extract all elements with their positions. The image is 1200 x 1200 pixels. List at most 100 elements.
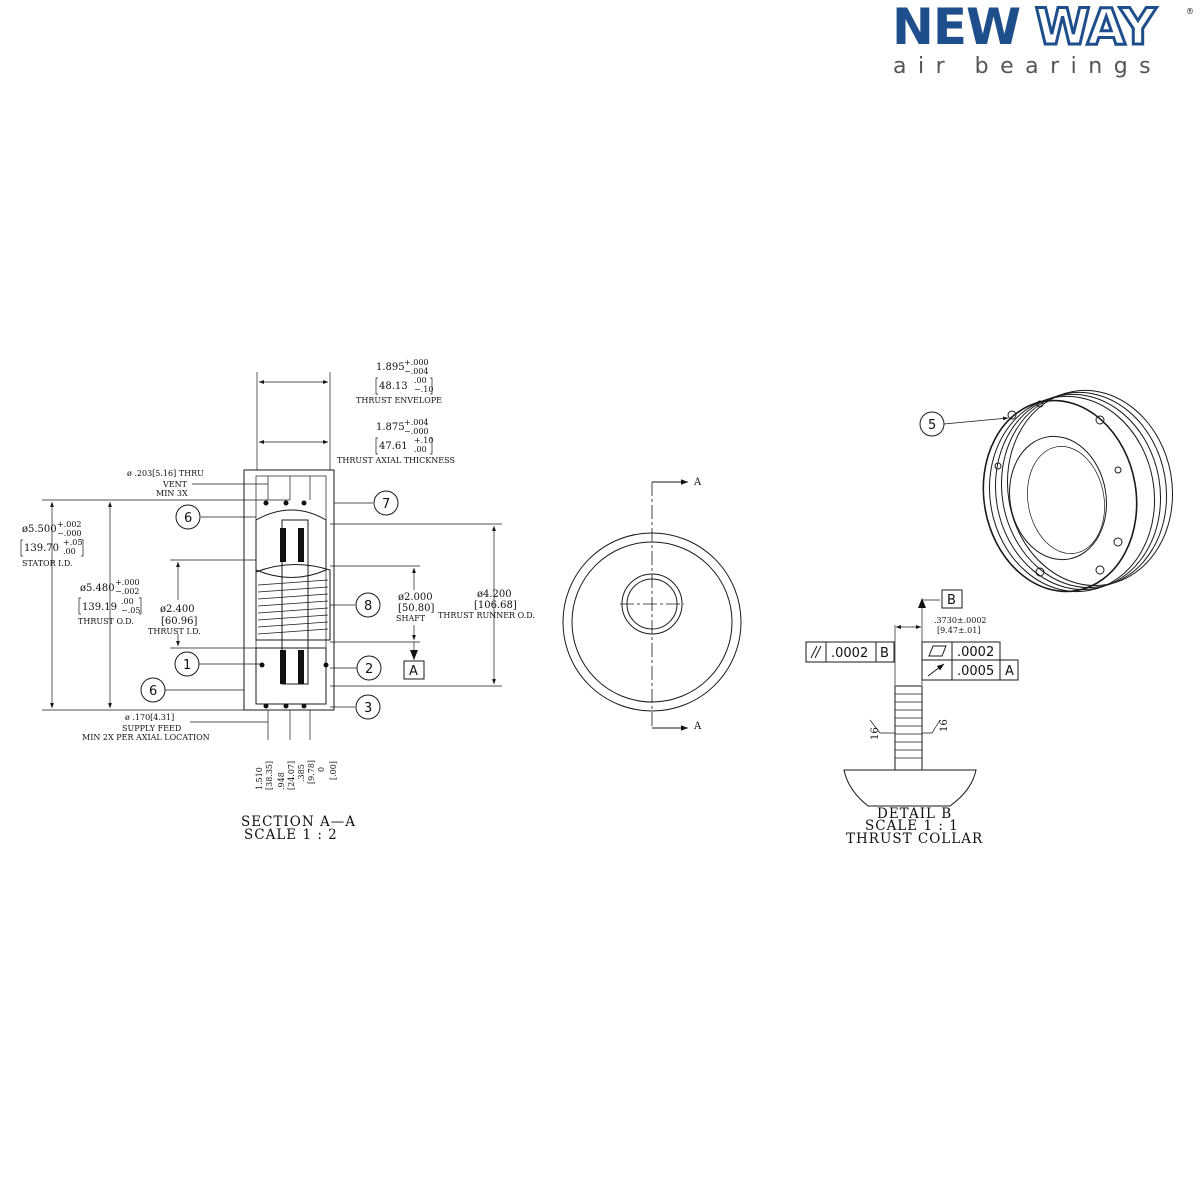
runner-od-dimension: ø4.200 [106.68] THRUST RUNNER O.D. — [330, 523, 535, 687]
runout-datum: A — [1005, 664, 1014, 679]
svg-text:−.004: −.004 — [404, 367, 429, 376]
iso-face — [982, 399, 1138, 593]
balloon-2 — [356, 655, 382, 681]
axial-metric: 47.61 — [379, 441, 408, 452]
thrust-id-nominal: ø2.400 — [160, 604, 195, 615]
flatness-tolerance: .0002 — [957, 645, 994, 660]
lower-seal-right — [298, 650, 304, 684]
collar-thickness: .3730±.0002 — [934, 616, 987, 625]
svg-text:.385: .385 — [297, 764, 306, 782]
detail-part-name: THRUST COLLAR — [846, 831, 983, 847]
balloon-6 — [140, 677, 166, 703]
logo-word-way: WAY — [1035, 0, 1157, 56]
ordinate-dimensions: 1.510 [38.35] .948 [24.07] .385 [9.78] 0… — [255, 760, 338, 790]
envelope-metric: 48.13 — [379, 381, 408, 392]
thrust-od-label: THRUST O.D. — [78, 617, 134, 626]
logo-word-new: NEW — [892, 0, 1020, 56]
svg-text:.00: .00 — [414, 376, 427, 385]
upper-seal-right — [298, 528, 304, 562]
collar-body — [894, 685, 923, 771]
svg-text:MIN 3X: MIN 3X — [156, 489, 188, 498]
svg-text:+.000: +.000 — [404, 358, 429, 367]
svg-text:[9.78]: [9.78] — [307, 760, 316, 784]
balloon-4 — [175, 504, 201, 530]
svg-text:139.19: 139.19 — [82, 602, 117, 613]
thrust-collar — [281, 519, 309, 685]
stator-id-nominal: ø5.500 — [22, 524, 57, 535]
svg-text:1: 1 — [183, 658, 191, 673]
balloon-3 — [355, 694, 381, 720]
svg-text:+.10: +.10 — [414, 436, 433, 445]
upper-thrust-pad — [255, 509, 327, 578]
parallelism-tolerance: .0002 — [831, 646, 868, 661]
isometric-view: 5 — [919, 389, 1174, 593]
svg-text:[60.96]: [60.96] — [161, 616, 198, 627]
svg-text:−.002: −.002 — [115, 587, 140, 596]
runner-od-label: THRUST RUNNER O.D. — [438, 611, 535, 620]
supply-feed-callout: ø .170[4.31] SUPPLY FEED MIN 2X PER AXIA… — [82, 713, 268, 742]
svg-text:.00: .00 — [63, 547, 76, 556]
svg-text:[50.80]: [50.80] — [398, 603, 435, 614]
orifice-dots — [259, 500, 329, 709]
feed-diameter: ø .170[4.31] — [125, 713, 174, 722]
parallelism-frame — [805, 641, 895, 663]
shaft-label: SHAFT — [396, 614, 426, 623]
section-a-a-view — [243, 469, 335, 740]
stator-id-dimension: ø5.500 +.002 −.000 139.70 +.05 .00 STATO… — [20, 499, 290, 711]
envelope-nominal: 1.895 — [376, 362, 405, 373]
iso-bolt-holes — [994, 400, 1123, 577]
svg-text:VENT: VENT — [162, 480, 188, 489]
datum-a-box — [403, 660, 425, 680]
svg-text:5: 5 — [928, 418, 936, 433]
registered-mark: ® — [1186, 7, 1194, 16]
iso-bore — [1009, 435, 1107, 561]
svg-text:[24.07]: [24.07] — [287, 761, 296, 790]
balloon-5 — [919, 411, 945, 437]
shaft-nominal: ø2.000 — [398, 592, 433, 603]
svg-text:1.510: 1.510 — [255, 767, 264, 790]
logo-tagline: air bearings — [893, 54, 1162, 79]
thrust-id-label: THRUST I.D. — [148, 627, 201, 636]
svg-text:[106.68]: [106.68] — [474, 600, 517, 611]
thrust-od-nominal: ø5.480 — [80, 583, 115, 594]
datum-b-label: B — [947, 593, 956, 608]
section-scale: SCALE 1 : 2 — [244, 827, 338, 843]
svg-text:139.70: 139.70 — [24, 543, 59, 554]
shaft-threads — [257, 579, 329, 635]
svg-text:+.05: +.05 — [63, 538, 82, 547]
svg-text:[.00]: [.00] — [329, 761, 338, 780]
parallelism-datum: B — [880, 646, 889, 661]
runout-tolerance: .0005 — [957, 664, 994, 679]
axial-nominal: 1.875 — [376, 422, 405, 433]
collar-flange — [843, 769, 977, 807]
svg-text:8: 8 — [364, 599, 372, 614]
svg-text:−.05: −.05 — [121, 606, 140, 615]
balloon-8 — [355, 592, 381, 618]
svg-text:[38.35]: [38.35] — [265, 761, 274, 790]
balloon-1 — [174, 651, 200, 677]
thrust-od-dimension: ø5.480 +.000 −.002 139.19 .00 −.05 THRUS… — [78, 502, 142, 708]
svg-text:6: 6 — [149, 684, 157, 699]
svg-text:2: 2 — [365, 662, 373, 677]
lower-seal-left — [280, 650, 286, 684]
detail-title: DETAIL B — [877, 806, 952, 822]
lower-thrust-pad — [255, 647, 327, 705]
thrust-id-dimension: ø2.400 [60.96] THRUST I.D. — [148, 559, 256, 649]
datum-b-box — [941, 589, 963, 609]
svg-text:MIN 2X PER AXIAL LOCATION: MIN 2X PER AXIAL LOCATION — [82, 733, 210, 742]
shaft-dimension: ø2.000 [50.80] SHAFT A — [330, 565, 435, 680]
cut-label-top: A — [693, 477, 702, 488]
svg-text:+.000: +.000 — [115, 578, 140, 587]
svg-text:6: 6 — [184, 511, 192, 526]
vent-diameter: ø .203[5.16] THRU — [127, 469, 204, 478]
section-balloons: 6 7 8 1 2 6 3 — [140, 490, 399, 720]
detail-scale: SCALE 1 : 1 — [865, 818, 959, 834]
shaft-section — [255, 563, 331, 641]
svg-text:−.000: −.000 — [404, 427, 429, 436]
cut-label-bottom: A — [693, 721, 702, 732]
svg-text:−.10: −.10 — [414, 385, 433, 394]
stator-id-label: STATOR I.D. — [22, 559, 73, 568]
runner-od-nominal: ø4.200 — [477, 589, 512, 600]
svg-text:+.004: +.004 — [404, 418, 429, 427]
finish-mark-left — [869, 719, 895, 734]
